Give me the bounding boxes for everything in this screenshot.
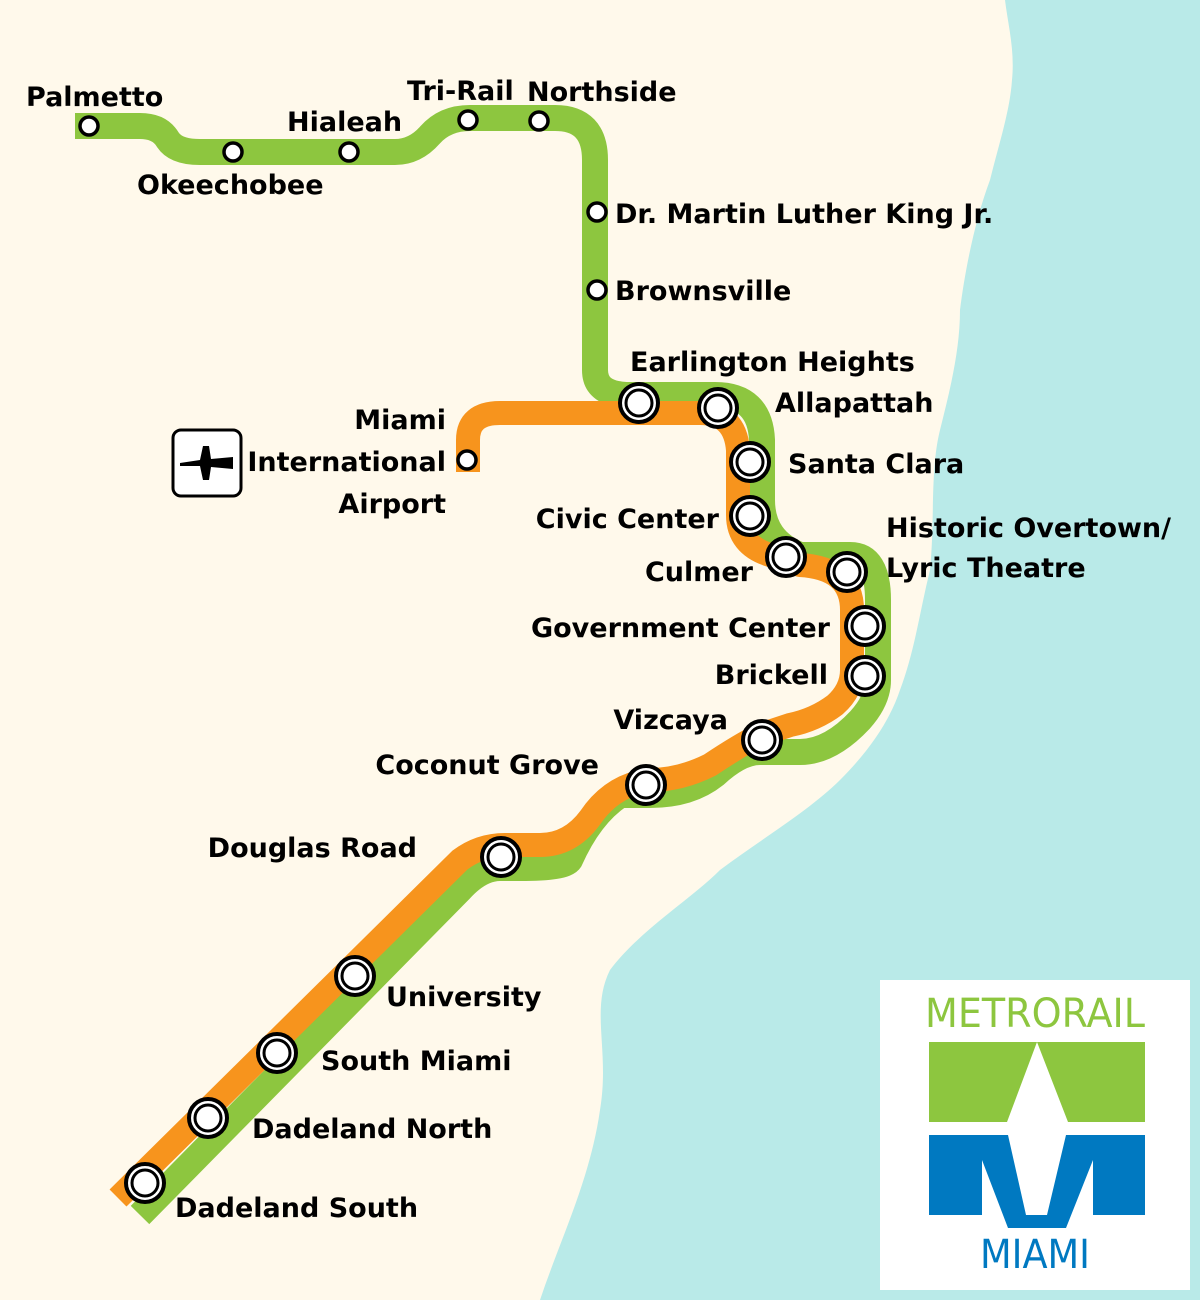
water-area [540, 0, 1200, 1300]
station-label-mia-2: International [247, 447, 446, 478]
station-marker-northside[interactable] [528, 110, 550, 132]
station-marker-hialeah[interactable] [338, 141, 360, 163]
station-label-brickell: Brickell [715, 660, 828, 691]
station-label-mlk: Dr. Martin Luther King Jr. [615, 199, 993, 230]
station-marker-dadeland-south[interactable] [124, 1162, 166, 1204]
logo-top-text: METRORAIL [925, 991, 1146, 1037]
station-marker-mlk[interactable] [586, 201, 608, 223]
station-label-coconut: Coconut Grove [375, 750, 599, 781]
station-label-civic-center: Civic Center [536, 504, 720, 535]
station-marker-civic-center[interactable] [729, 495, 771, 537]
station-label-mia-1: Miami [354, 405, 446, 436]
station-marker-vizcaya[interactable] [741, 719, 783, 761]
station-label-south-miami: South Miami [321, 1046, 511, 1077]
airplane-icon [171, 428, 243, 498]
station-marker-mia[interactable] [456, 449, 478, 471]
logo-m-bottom [929, 1135, 1145, 1228]
station-label-earlington: Earlington Heights [630, 347, 915, 378]
logo-bottom-text: MIAMI [980, 1232, 1090, 1278]
metrorail-logo: METRORAIL MIAMI [880, 980, 1190, 1290]
station-marker-tri-rail[interactable] [457, 109, 479, 131]
station-label-vizcaya: Vizcaya [613, 705, 728, 736]
station-label-government: Government Center [531, 613, 831, 644]
station-marker-culmer[interactable] [765, 536, 807, 578]
station-label-brownsville: Brownsville [615, 276, 791, 307]
station-label-culmer: Culmer [645, 557, 754, 588]
station-marker-government[interactable] [844, 605, 886, 647]
station-label-hialeah: Hialeah [287, 107, 402, 138]
station-label-santa-clara: Santa Clara [788, 449, 964, 480]
station-label-mia-3: Airport [338, 489, 446, 520]
orange-line [109, 401, 864, 1207]
station-marker-allapattah[interactable] [697, 387, 739, 429]
station-marker-douglas[interactable] [480, 836, 522, 878]
station-marker-university[interactable] [334, 955, 376, 997]
station-label-university: University [386, 982, 542, 1013]
station-label-dadeland-south: Dadeland South [175, 1193, 418, 1224]
station-marker-south-miami[interactable] [256, 1032, 298, 1074]
station-marker-earlington[interactable] [618, 382, 660, 424]
station-marker-brownsville[interactable] [586, 279, 608, 301]
station-marker-palmetto[interactable] [78, 115, 100, 137]
station-marker-overtown[interactable] [826, 551, 868, 593]
station-label-overtown-1: Historic Overtown/ [886, 513, 1171, 544]
station-label-palmetto: Palmetto [26, 82, 163, 113]
station-label-allapattah: Allapattah [775, 388, 933, 419]
station-marker-okeechobee[interactable] [222, 141, 244, 163]
station-label-overtown-2: Lyric Theatre [886, 553, 1086, 584]
station-marker-brickell[interactable] [844, 655, 886, 697]
station-label-tri-rail: Tri-Rail [407, 76, 514, 107]
station-marker-coconut[interactable] [625, 764, 667, 806]
station-label-okeechobee: Okeechobee [137, 170, 324, 201]
station-marker-dadeland-north[interactable] [187, 1097, 229, 1139]
logo-m-top [929, 1042, 1145, 1122]
station-label-dadeland-north: Dadeland North [252, 1114, 492, 1145]
station-label-northside: Northside [527, 77, 677, 108]
station-marker-santa-clara[interactable] [729, 441, 771, 483]
station-label-douglas: Douglas Road [208, 833, 417, 864]
